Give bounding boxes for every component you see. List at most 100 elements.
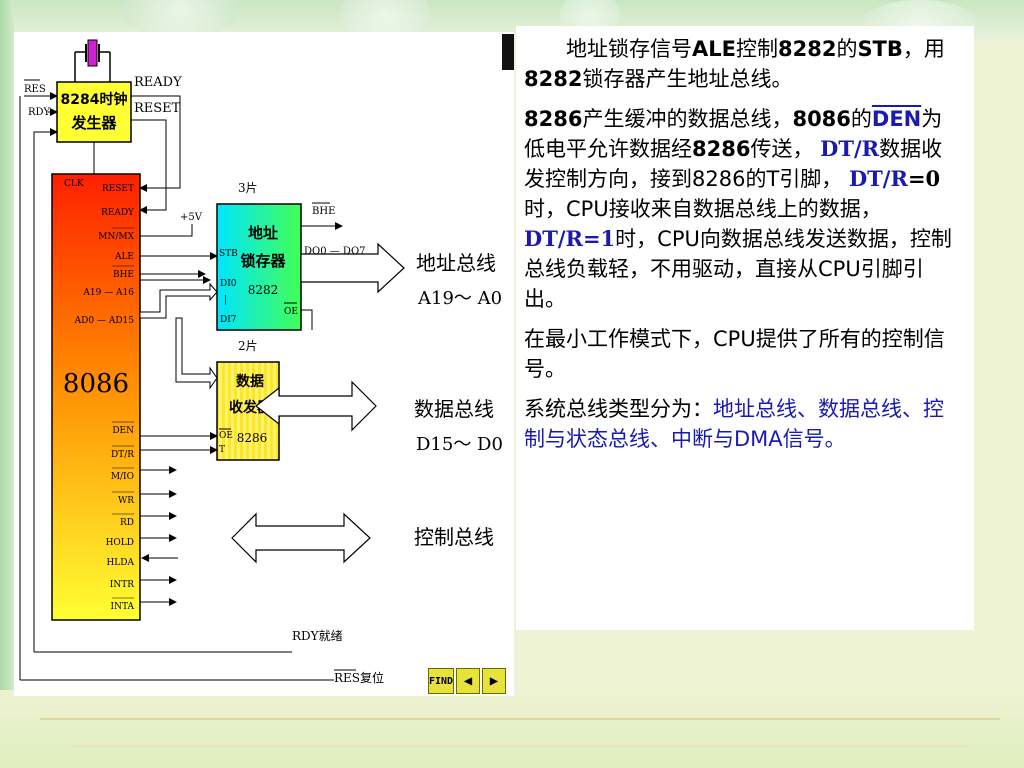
latch-do: DO0 — DO7 [304, 246, 366, 257]
trans-model: 8286 [237, 431, 268, 445]
slide-nav-bar: FIND ◀ ▶ [428, 668, 506, 694]
rdy-ready-label: RDY就绪 [292, 629, 343, 643]
text-run: 为低电平允许数据经 [524, 107, 943, 161]
keyword-den: DEN [871, 107, 922, 131]
minimum-mode-system-diagram: 8284时钟 发生器 RES RDY READY RESET 8086 CLK … [19, 39, 503, 685]
latch-count: 3片 [238, 181, 258, 195]
ready-output-label: READY [134, 75, 182, 90]
text-run: 产生缓冲的数据总线， [582, 107, 793, 131]
keyword-8286: 8286 [524, 107, 583, 131]
paragraph-8286: 8286产生缓冲的数据总线，8086的DEN为低电平允许数据经8286传送， D… [524, 104, 960, 314]
latch-title-1: 地址 [248, 224, 278, 242]
keyword-stb: STB [857, 37, 903, 61]
cpu-8086-box [51, 173, 141, 621]
cpu-pin-label: INTA [111, 602, 135, 612]
text-run: ，用 [902, 37, 945, 61]
plus5v-label: +5V [180, 212, 203, 223]
scroll-edge-block [502, 34, 514, 70]
ad-bus-to-latch [139, 282, 218, 319]
address-bus-name: 地址总线 [416, 251, 496, 275]
address-bus-range: A19～ A0 [417, 288, 502, 309]
text-run: 时，CPU向数据总线发送数据，控制总线负载轻，不用驱动，直接从CPU引脚引出。 [524, 227, 952, 311]
cpu-pin-clk: CLK [64, 179, 84, 189]
cpu-pin-label: DT/R [111, 450, 134, 460]
cpu-pin-label: ALE [114, 252, 134, 262]
data-bus-range: D15～ D0 [416, 434, 503, 455]
find-button[interactable]: FIND [428, 668, 454, 694]
keyword-8282: 8282 [777, 37, 837, 61]
clock-generator-title-1: 8284时钟 [61, 91, 128, 108]
keyword-8086: 8086 [792, 107, 851, 131]
paragraph-ale: 地址锁存信号ALE控制8282的STB，用8282锁存器产生地址总线。 [524, 34, 960, 94]
data-bus-name: 数据总线 [414, 397, 494, 421]
cpu-pin-label: DEN [112, 426, 134, 436]
cpu-pin-label: RD [120, 518, 134, 528]
rdy-label: RDY [28, 107, 51, 118]
keyword-ale: ALE [692, 37, 736, 61]
cpu-pin-label: MN/MX [98, 232, 134, 242]
address-latch-box [216, 203, 302, 331]
cpu-pin-label: AD0 — AD15 [74, 316, 135, 326]
latch-title-2: 锁存器 [240, 252, 286, 270]
trans-title-1: 数据 [236, 373, 264, 390]
ad-bus-to-transceiver [175, 317, 218, 390]
latch-oe: OE [284, 307, 298, 317]
explanation-text: 地址锁存信号ALE控制8282的STB，用8282锁存器产生地址总线。 8286… [524, 34, 960, 464]
text-run: 的 [836, 37, 858, 61]
cpu-pin-label: A19 — A16 [82, 288, 134, 298]
cpu-pin-label: HLDA [106, 558, 134, 568]
cpu-name: 8086 [63, 369, 129, 399]
control-pin-arrows [140, 466, 178, 606]
decor-stripe [40, 718, 1000, 720]
keyword-8282: 8282 [524, 67, 583, 91]
slide-left-band [0, 0, 14, 768]
text-run: 时，CPU接收来自数据总线上的数据， [524, 197, 882, 221]
prev-slide-button[interactable]: ◀ [456, 668, 480, 694]
cpu-pin-label: RESET [102, 184, 134, 194]
slide-bottom-band [0, 690, 1024, 768]
next-slide-button[interactable]: ▶ [482, 668, 506, 694]
decor-stripe [70, 745, 970, 747]
data-bus-arrow [255, 380, 377, 432]
prev-icon: ◀ [463, 673, 473, 689]
keyword-dtr1: DT/R=1 [524, 226, 616, 251]
text-run: 系统总线类型分为： [524, 397, 713, 421]
cpu-pin-label: WR [118, 496, 134, 506]
cpu-pin-label: HOLD [106, 538, 134, 548]
res-label: RES [24, 84, 46, 95]
text-run: 数据收发控制方向，接到8286的T引脚， [524, 137, 943, 191]
bhe-output: BHE [312, 206, 335, 217]
keyword-dtr: DT/R [820, 136, 880, 161]
latch-bar: | [224, 295, 227, 305]
bus-types-list: 地址总线、数据总线、控制与状态总线、中断与DMA信号。 [524, 397, 944, 451]
keyword-eq0: =0 [907, 166, 941, 191]
trans-oe: OE [219, 431, 233, 441]
latch-model: 8282 [248, 283, 279, 297]
reset-output-label: RESET [134, 101, 181, 116]
cpu-pin-label: BHE [113, 270, 134, 280]
paragraph-minimum-mode: 在最小工作模式下，CPU提供了所有的控制信号。 [524, 327, 945, 381]
clock-generator-title-2: 发生器 [70, 114, 117, 132]
crystal-icon [74, 39, 111, 82]
cpu-pin-label: M/IO [111, 472, 134, 482]
text-run: 地址锁存信号 [566, 37, 692, 61]
control-bus-arrow [231, 512, 371, 564]
res-reset-label: RES复位 [334, 670, 384, 685]
latch-di7: DI7 [220, 315, 237, 325]
control-bus-name: 控制总线 [414, 525, 494, 549]
text-panel [516, 26, 974, 630]
text-run: 控制 [735, 37, 778, 61]
latch-stb: STB [219, 249, 238, 259]
address-bus-arrow [300, 242, 405, 294]
transceiver-count: 2片 [238, 339, 258, 353]
next-icon: ▶ [489, 673, 499, 689]
cpu-pin-label: READY [101, 208, 135, 218]
text-run: 锁存器产生地址总线。 [582, 67, 793, 91]
latch-di0: DI0 [220, 279, 237, 289]
paragraph-bus-types: 系统总线类型分为：地址总线、数据总线、控制与状态总线、中断与DMA信号。 [524, 394, 960, 454]
text-run: 的 [850, 107, 872, 131]
clock-generator-box [56, 81, 132, 143]
keyword-dtr: DT/R [848, 166, 908, 191]
text-run: 传送， [750, 137, 814, 161]
